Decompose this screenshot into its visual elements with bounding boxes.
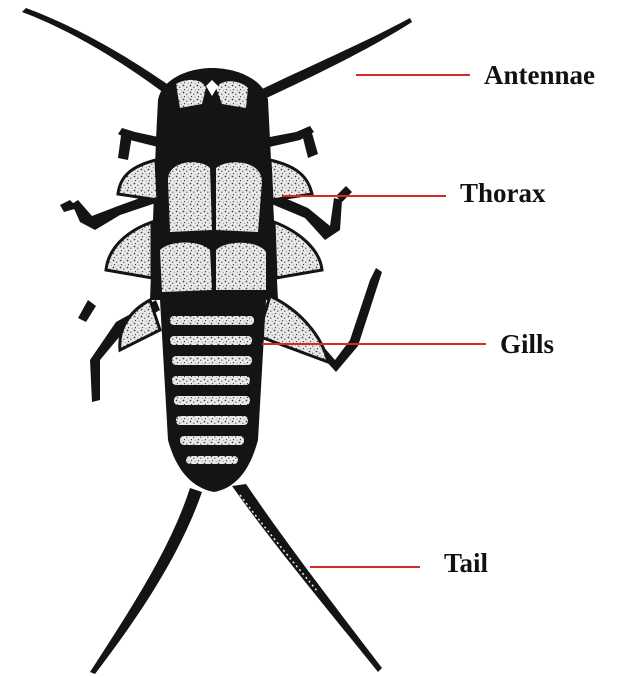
- abdomen-illustration: [160, 300, 266, 492]
- tail-illustration: [90, 484, 382, 674]
- label-gills: Gills: [500, 331, 554, 358]
- label-tail: Tail: [444, 550, 488, 577]
- head-illustration: [156, 68, 270, 148]
- label-antennae: Antennae: [484, 62, 595, 89]
- label-thorax: Thorax: [460, 180, 546, 207]
- stonefly-nymph-illustration: [22, 8, 412, 674]
